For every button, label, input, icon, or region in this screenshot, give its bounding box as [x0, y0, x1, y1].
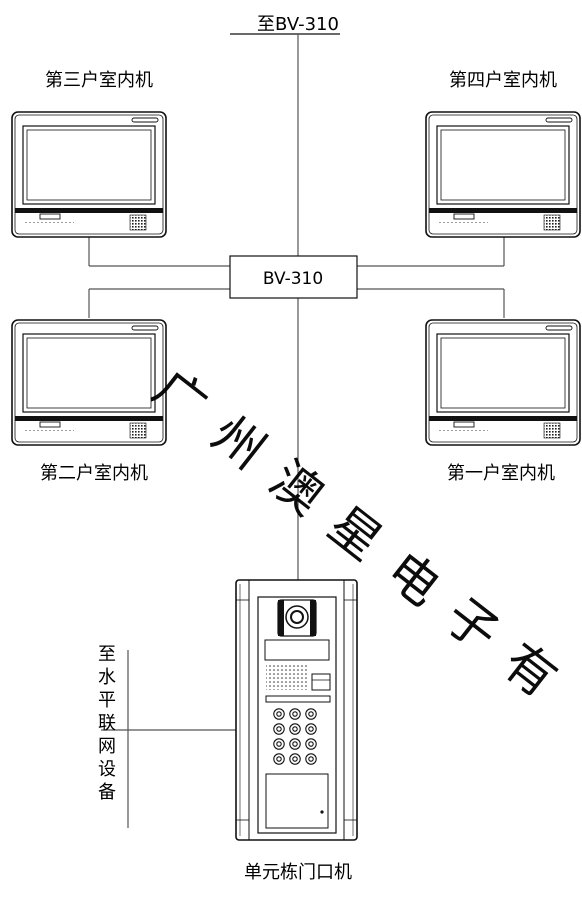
keypad-button-center — [292, 741, 298, 747]
monitor-second — [11, 319, 167, 446]
connection-lines — [88, 33, 505, 828]
monitor-first-label: 第一户室内机 — [447, 463, 555, 484]
keypad-button-center — [308, 741, 314, 747]
keypad-button-center — [292, 711, 298, 717]
door-unit — [235, 579, 358, 841]
bv310-switch: BV-310 — [229, 255, 358, 299]
door-display — [264, 639, 330, 661]
monitor-second-label: 第二户室内机 — [40, 463, 148, 484]
keypad-button-center — [276, 726, 282, 732]
keypad-button-center — [308, 711, 314, 717]
monitor-fourth-label: 第四户室内机 — [449, 70, 557, 91]
keypad-button-center — [292, 756, 298, 762]
top-label: 至BV-310 — [257, 14, 339, 35]
card-reader — [311, 673, 331, 691]
horizontal-network-label: 至水平联网设备 — [98, 644, 116, 803]
monitor-third — [11, 111, 167, 238]
side-label: 至水平联网设备 — [98, 644, 116, 803]
keypad-button-center — [276, 711, 282, 717]
keypad-button-center — [308, 726, 314, 732]
name-plate — [265, 773, 329, 829]
keypad-button-center — [276, 741, 282, 747]
switch-label: BV-310 — [263, 269, 323, 289]
speaker-grille — [266, 664, 308, 690]
door-unit-label: 单元栋门口机 — [244, 862, 352, 883]
keypad-button-center — [292, 726, 298, 732]
monitor-first — [425, 319, 581, 446]
monitor-fourth — [425, 111, 581, 238]
monitor-third-label: 第三户室内机 — [45, 70, 153, 91]
keypad-button-center — [276, 756, 282, 762]
keypad — [273, 708, 317, 765]
keypad-button-center — [308, 756, 314, 762]
